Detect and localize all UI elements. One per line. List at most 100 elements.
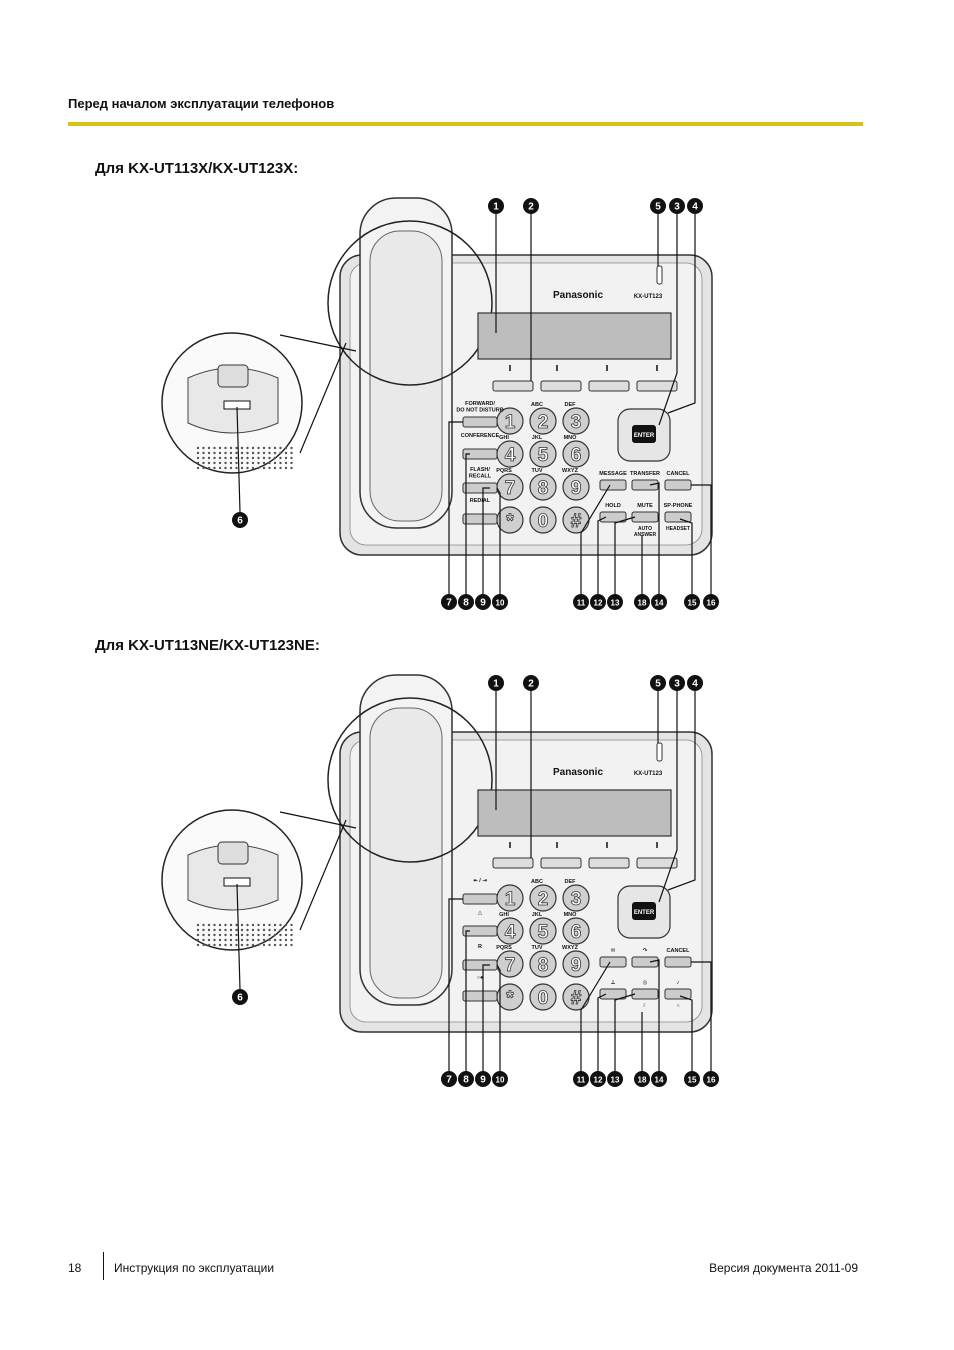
callout-8: 8 [458,594,474,610]
left-button-label-3: FLASH/ [470,467,490,473]
left-button-4[interactable] [462,513,498,525]
callout-13: 13 [607,1071,623,1087]
left-button-3[interactable] [462,482,498,494]
callout-2: 2 [523,675,539,691]
right-button-1[interactable] [599,479,627,491]
right-button-2[interactable] [631,956,659,968]
left-button-label-1: ↞ / ⇥ [473,878,487,884]
svg-text:18: 18 [638,1076,647,1085]
right-button-6[interactable] [664,988,692,1000]
right-button-label-3: CANCEL [667,948,691,954]
keypad-key-1[interactable]: 1 [496,407,524,435]
soft-key-4[interactable] [636,857,678,869]
brand-logo: Panasonic [553,767,603,778]
callout-12: 12 [590,1071,606,1087]
svg-text:2: 2 [538,889,549,910]
left-button-2[interactable] [462,925,498,937]
keypad-key-0[interactable]: 0 [529,983,557,1011]
soft-key-1[interactable] [492,380,534,392]
right-button-1[interactable] [599,956,627,968]
keypad-key-#[interactable]: # [562,983,590,1011]
left-button-label-3: R [478,944,482,950]
soft-key-2[interactable] [540,380,582,392]
callout-5: 5 [650,675,666,691]
soft-key-1[interactable] [492,857,534,869]
enter-button[interactable] [632,425,656,443]
right-button-4[interactable] [599,511,627,523]
keypad-key-0[interactable]: 0 [529,506,557,534]
svg-text:2: 2 [528,679,534,690]
right-button-3[interactable] [664,479,692,491]
model-label: KX-UT123 [634,771,663,777]
left-button-1[interactable] [462,893,498,905]
soft-key-3[interactable] [588,857,630,869]
soft-key-2[interactable] [540,857,582,869]
right-button-6[interactable] [664,511,692,523]
left-button-2[interactable] [462,448,498,460]
svg-text:6: 6 [571,445,582,466]
svg-text:1: 1 [493,202,499,213]
lcd-display [477,789,672,837]
page-header-title: Перед началом эксплуатации телефонов [68,96,335,111]
svg-text:JKL: JKL [532,912,543,918]
callout-6: 6 [232,989,248,1005]
header-rule [68,122,863,126]
keypad-key-*[interactable]: * [496,983,524,1011]
left-button-label-4: ○● [477,975,484,981]
footer-manual-title: Инструкция по эксплуатации [114,1261,275,1275]
svg-text:8: 8 [463,598,469,609]
callout-18: 18 [634,1071,650,1087]
keypad-key-1[interactable]: 1 [496,884,524,912]
svg-text:7: 7 [505,955,516,976]
keypad-key-*[interactable]: * [496,506,524,534]
right-button-3[interactable] [664,956,692,968]
callout-10: 10 [492,594,508,610]
right-button-4[interactable] [599,988,627,1000]
keypad-key-#[interactable]: # [562,506,590,534]
auto-answer-label: ☾ [643,1003,647,1009]
soft-key-4[interactable] [636,380,678,392]
left-button-4[interactable] [462,990,498,1002]
page-number: 18 [68,1261,82,1275]
svg-text:4: 4 [692,202,698,213]
soft-key-3[interactable] [588,380,630,392]
svg-text:16: 16 [707,599,716,608]
svg-text:PQRS: PQRS [496,468,512,474]
svg-text:8: 8 [538,955,549,976]
right-button-label-5: MUTE [637,503,653,509]
enter-button[interactable] [632,902,656,920]
svg-text:2: 2 [528,202,534,213]
right-button-5[interactable] [631,988,659,1000]
auto-answer-label: AUTO [638,526,652,532]
left-button-1[interactable] [462,416,498,428]
right-button-2[interactable] [631,479,659,491]
right-button-label-4: ⊥ [610,980,615,986]
right-button-5[interactable] [631,511,659,523]
message-led [656,742,663,762]
right-button-label-3: CANCEL [667,471,691,477]
callout-7: 7 [441,1071,457,1087]
svg-text:11: 11 [577,599,586,608]
svg-text:7: 7 [505,478,516,499]
svg-text:*: * [506,511,514,532]
left-button-3[interactable] [462,959,498,971]
left-button-label-2: CONFERENCE [461,433,500,439]
svg-text:16: 16 [707,1076,716,1085]
callout-11: 11 [573,1071,589,1087]
svg-text:5: 5 [655,202,661,213]
svg-text:6: 6 [237,993,243,1004]
